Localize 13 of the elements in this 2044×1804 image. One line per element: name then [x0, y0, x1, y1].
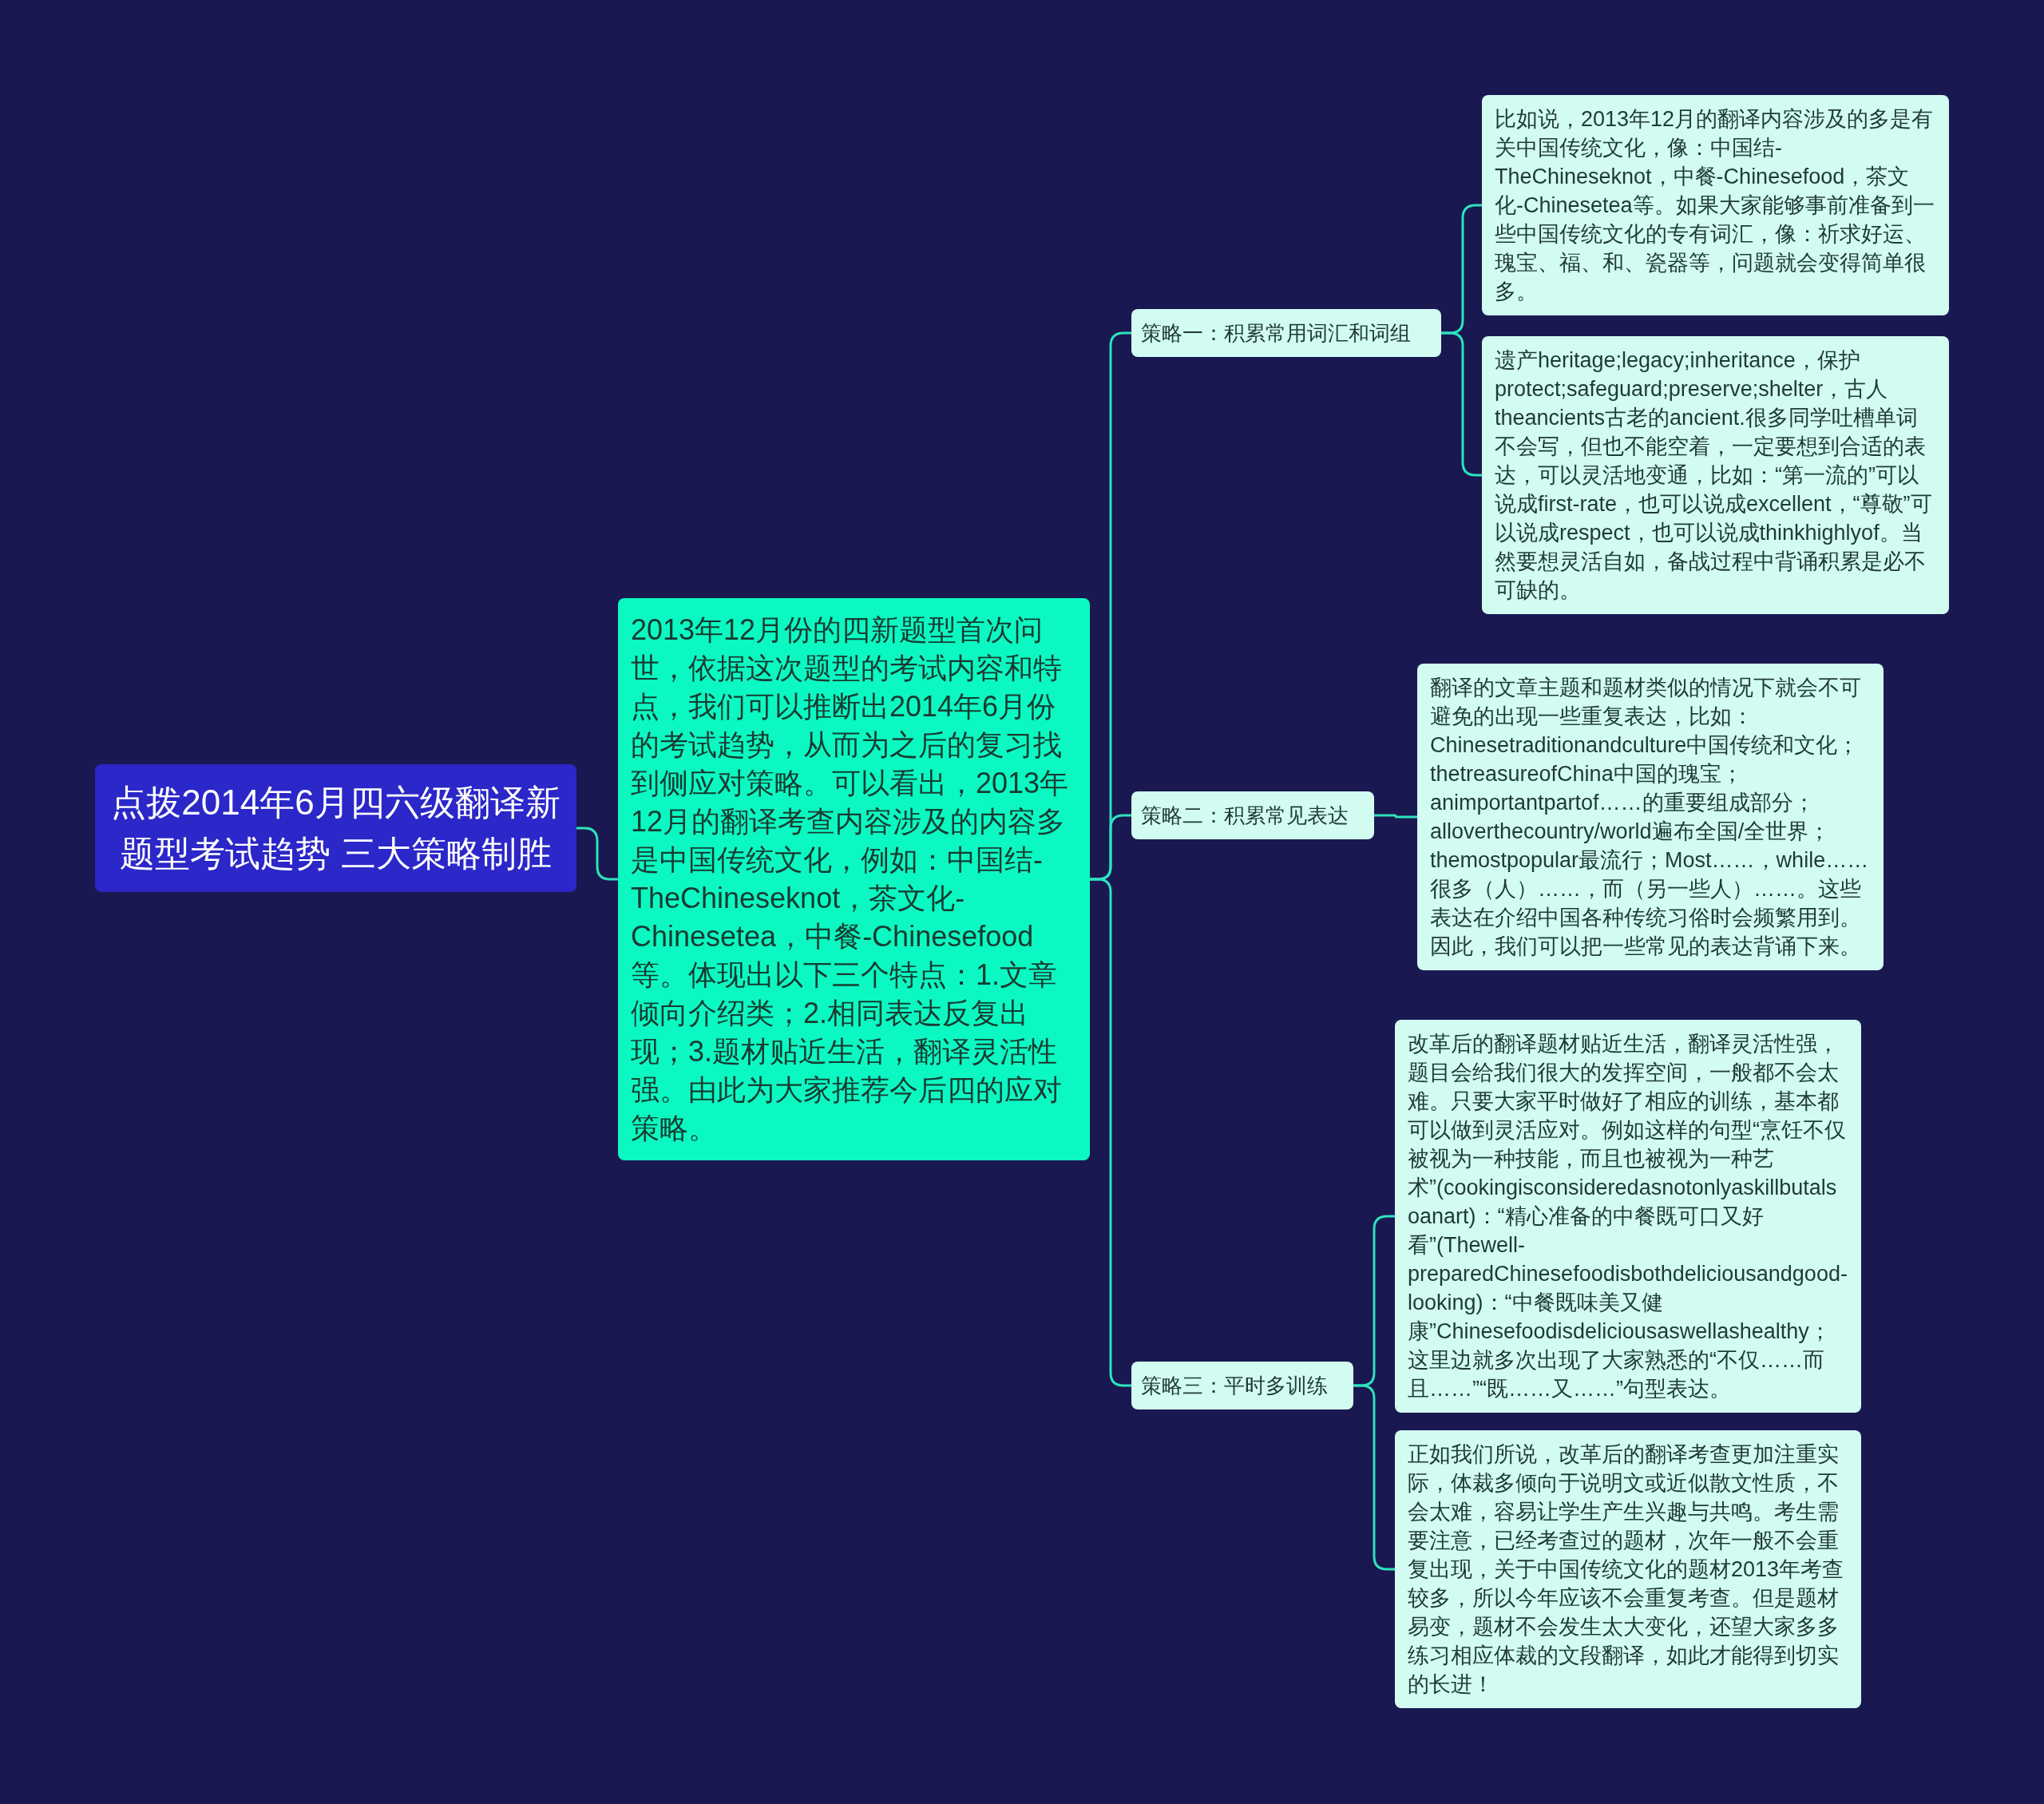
connector-line — [1441, 331, 1482, 477]
branch-label-box: 策略三：平时多训练 — [1131, 1362, 1353, 1409]
topic-box: 点拨2014年6月四六级翻译新题型考试趋势 三大策略制胜 — [95, 764, 576, 892]
detail-box: 正如我们所说，改革后的翻译考查更加注重实际，体裁多倾向于说明文或近似散文性质，不会太难，容易让学生产生兴趣与共鸣。考生需要注意，已经考查过的题材，次年一般不会重复出现，关于中国传统文化的题材2013年考查较多，所以今年应该不会重复考查。但是题材易变，题材不会发生太大变化，还望大家多多练习相应体裁的文段翻译，如此才能得到切实的长进！ — [1395, 1430, 1861, 1708]
detail-box: 翻译的文章主题和题材类似的情况下就会不可避免的出现一些重复表达，比如：Chinesetraditionandculture中国传统和文化；thetreasureofChina中国的瑰宝；animportantpartof……的重要组成部分；alloverthecountry/world遍布全国/全世界；themostpopular最流行；Most……，while……很多（人）……，而（另一些人）……。这些表达在介绍中国各种传统习俗时会频繁用到。因此，我们可以把一些常见的表达背诵下来。 — [1417, 664, 1884, 970]
connector-line — [576, 827, 618, 881]
detail-box: 比如说，2013年12月的翻译内容涉及的多是有关中国传统文化，像：中国结-TheChineseknot，中餐-Chinesefood，茶文化-Chinesetea等。如果大家能够事前准备到一些中国传统文化的专有词汇，像：祈求好运、瑰宝、福、和、瓷器等，问题就会变得简单很多。 — [1482, 95, 1949, 315]
branch-label-box: 策略一：积累常用词汇和词组 — [1131, 309, 1441, 357]
detail-box: 改革后的翻译题材贴近生活，翻译灵活性强，题目会给我们很大的发挥空间，一般都不会太难。只要大家平时做好了相应的训练，基本都可以做到灵活应对。例如这样的句型“烹饪不仅被视为一种技能，而且也被视为一种艺术”(cookingisconsideredasnotonlyaskillbutalsoanart)：“精心准备的中餐既可口又好看”(Thewell-preparedChinesefoodisbothdeliciousandgood-looking)：“中餐既味美又健康”Chinesefoodisdeliciousaswellashealthy；这里边就多次出现了大家熟悉的“不仅……而且……”“既……又……”句型表达。 — [1395, 1020, 1861, 1413]
summary-box: 2013年12月份的四新题型首次问世，依据这次题型的考试内容和特点，我们可以推断出2014年6月份的考试趋势，从而为之后的复习找到侧应对策略。可以看出，2013年12月的翻译考查内容涉及的内容多是中国传统文化，例如：中国结-TheChineseknot，茶文化-Chinesetea，中餐-Chinesefood等。体现出以下三个特点：1.文章倾向介绍类；2.相同表达反复出现；3.题材贴近生活，翻译灵活性强。由此为大家推荐今后四的应对策略。 — [618, 598, 1090, 1160]
branch-label-box: 策略二：积累常见表达 — [1131, 791, 1374, 839]
detail-box: 遗产heritage;legacy;inheritance，保护protect;safeguard;preserve;shelter，古人theancients古老的ancient.很多同学吐槽单词不会写，但也不能空着，一定要想到合适的表达，可以灵活地变通，比如：“第一流的”可以说成first-rate，也可以说成excellent，“尊敬”可以说成respect，也可以说成thinkhighlyof。当然要想灵活自如，备战过程中背诵积累是必不可缺的。 — [1482, 336, 1949, 614]
connector-line — [1374, 814, 1417, 819]
